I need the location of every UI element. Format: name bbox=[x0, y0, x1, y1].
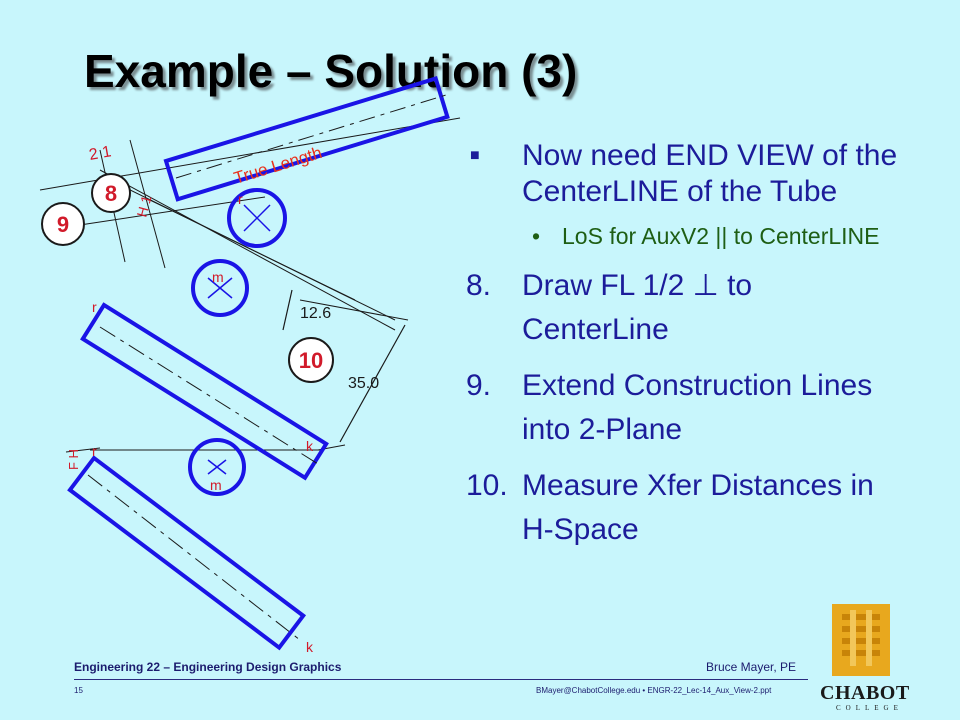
callout-8: 8 bbox=[91, 173, 131, 213]
point-k-lower: k bbox=[306, 639, 314, 655]
end-view-circle-f bbox=[188, 438, 246, 496]
circles bbox=[188, 188, 287, 496]
tube-front-view bbox=[67, 455, 307, 651]
step-9-number: 9. bbox=[466, 369, 492, 402]
callout-9: 9 bbox=[41, 202, 85, 246]
slide-title: Example – Solution (3) bbox=[84, 45, 578, 97]
bullet-list: ■ Now need END VIEW of the CenterLINE of… bbox=[466, 138, 906, 552]
callout-8-label: 8 bbox=[105, 181, 117, 206]
projection-line-5 bbox=[119, 184, 396, 321]
dimensions bbox=[282, 289, 406, 443]
dot-bullet-icon: • bbox=[532, 223, 541, 249]
projection-line-2 bbox=[59, 196, 266, 229]
tube-top-view bbox=[80, 302, 329, 481]
logo-wordmark: CHABOT bbox=[820, 682, 910, 704]
point-m-upper: m bbox=[212, 269, 224, 285]
callout-10: 10 bbox=[288, 337, 334, 383]
sub-bullet-los: • LoS for AuxV2 || to CenterLINE bbox=[466, 220, 906, 252]
tube-aux-centerline bbox=[175, 94, 447, 179]
dim-12-6-line bbox=[282, 289, 293, 331]
step-10: 10. Measure Xfer Distances in H-Space bbox=[466, 464, 906, 552]
end-view-circle-h bbox=[191, 259, 249, 317]
step-8-number: 8. bbox=[466, 269, 492, 302]
fold-label-h1: H 1 bbox=[133, 193, 154, 218]
tube-front-view-rect bbox=[67, 455, 307, 651]
bullet-end-view: ■ Now need END VIEW of the CenterLINE of… bbox=[466, 138, 906, 210]
tube-aux-view bbox=[163, 76, 450, 202]
step-9: 9. Extend Construction Lines into 2-Plan… bbox=[466, 364, 906, 452]
footer-divider bbox=[74, 679, 808, 680]
dim-12-6-label: 12.6 bbox=[300, 305, 331, 322]
point-labels: m m k k r r r bbox=[92, 191, 314, 655]
footer-page-number: 15 bbox=[74, 686, 83, 695]
tube-h-view bbox=[80, 302, 329, 481]
callout-9-label: 9 bbox=[57, 212, 69, 237]
dim-35-0-label: 35.0 bbox=[348, 375, 379, 392]
footer-file-info: BMayer@ChabotCollege.edu • ENGR-22_Lec-1… bbox=[536, 686, 772, 695]
bullet-end-view-text: Now need END VIEW of the CenterLINE of t… bbox=[522, 139, 898, 208]
tube-true-length bbox=[163, 76, 450, 202]
step-8-text: Draw FL 1/2 ⊥ to CenterLine bbox=[522, 269, 753, 346]
footer-author: Bruce Mayer, PE bbox=[706, 660, 797, 674]
callout-10-label: 10 bbox=[299, 348, 323, 373]
point-r-aux: r bbox=[238, 191, 243, 207]
fold-label-2-1: 2 1 bbox=[88, 143, 113, 164]
projection-line-3 bbox=[99, 169, 396, 331]
point-r-fl: r bbox=[92, 443, 97, 459]
footer-course: Engineering 22 – Engineering Design Grap… bbox=[74, 660, 342, 674]
chabot-logo-icon bbox=[832, 604, 890, 676]
point-r-upper: r bbox=[92, 299, 97, 315]
step-8: 8. Draw FL 1/2 ⊥ to CenterLine bbox=[466, 264, 906, 352]
fold-line-h-1 bbox=[129, 139, 166, 269]
point-k-upper: k bbox=[306, 438, 314, 454]
dim-ext-1 bbox=[299, 299, 409, 321]
sub-bullet-los-text: LoS for AuxV2 || to CenterLINE bbox=[562, 223, 880, 249]
square-bullet-icon: ■ bbox=[470, 147, 480, 164]
center-line-lower bbox=[87, 474, 301, 641]
dim-35-0-line bbox=[339, 324, 406, 443]
logo-subtitle: COLLEGE bbox=[836, 704, 903, 712]
step-10-text: Measure Xfer Distances in H-Space bbox=[522, 469, 874, 546]
fold-label-fh: F H bbox=[66, 449, 81, 470]
end-view-circle-aux bbox=[227, 188, 287, 248]
circle-crosses bbox=[207, 204, 271, 475]
step-9-text: Extend Construction Lines into 2-Plane bbox=[522, 369, 873, 446]
point-m-lower: m bbox=[210, 477, 222, 493]
true-length-label: True Length bbox=[232, 143, 325, 188]
tube-top-centerline bbox=[99, 326, 319, 465]
fold-line-fh bbox=[65, 447, 101, 453]
step-10-number: 10. bbox=[466, 469, 508, 502]
